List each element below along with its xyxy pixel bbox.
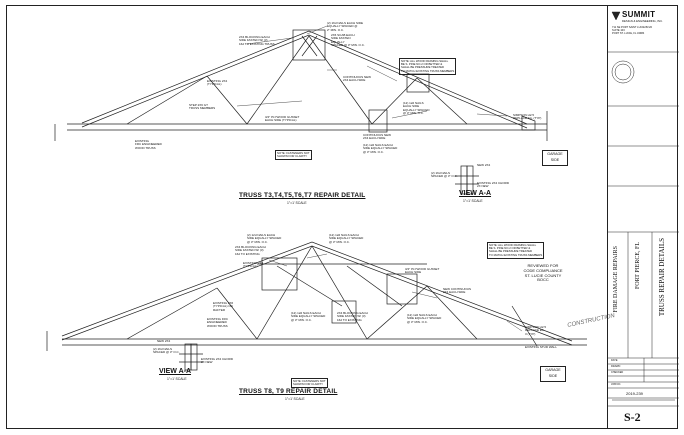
callout-view-b-1: NEW 2X4: [157, 339, 171, 343]
company-address: 711 SE PORT SAINT LUCIE BLVD SUITE 103 P…: [612, 26, 652, 35]
detail-title-top: TRUSS T3,T4,T5,T6,T7 REPAIR DETAIL: [239, 192, 366, 199]
callout-top-10: CONTINUOUS NEW 2X4 EACH SIDE: [363, 133, 391, 141]
tb-row-checked: CHECKED: [611, 371, 624, 374]
view-scale-bottom: 1"=1' SCALE: [167, 377, 187, 381]
callout-top-8: EXISTING FRC ENGINEERED WOOD TRUSS: [135, 139, 162, 150]
callout-bot-9: (12) 12d NAILS EACH SIDE EQUALLY SPACED …: [291, 311, 326, 322]
callout-bot-7: EXISTING 2X6 (TYPICAL) ON RAFTER: [213, 301, 234, 312]
detail-scale-top: 1"=1' SCALE: [287, 201, 307, 205]
review-stamp-line-1: REVIEWED FOR: [527, 263, 559, 268]
garage-side-label-bottom: GARAGE SIDE: [540, 366, 566, 382]
truss-top: [54, 29, 548, 141]
callout-top-11: (12) 12d NAILS EACH SIDE EQUALLY SPACED …: [363, 143, 398, 154]
title-block-lines: [608, 11, 679, 407]
callout-view-1: NEW 2X4: [477, 163, 491, 167]
address-line-3: PORT ST. LUCIE, FL 34984: [612, 32, 645, 35]
callout-top-3: 2X6 SCAB EACH SIDE FASTEN EQUALLY SPACED…: [331, 33, 365, 48]
callout-view-2: (2) 16d NAILS SPACED @ 3" O.C.: [431, 171, 458, 179]
address-line-1: 711 SE PORT SAINT LUCIE BLVD: [612, 26, 653, 29]
tb-row-date: DATE: [611, 359, 618, 362]
job-number: 2019-239: [626, 391, 643, 396]
summit-logo-icon: [611, 11, 621, 21]
callout-top-7: 3/4" PLYWOOD GUSSET EACH SIDE (TYPICAL): [265, 115, 300, 123]
sheet-number: S-2: [624, 410, 641, 424]
leader-lines: [236, 25, 523, 332]
address-line-2: SUITE 103: [612, 29, 625, 32]
garage-side-label-top: GARAGE SIDE: [542, 150, 568, 166]
view-scale-top: 1"=1' SCALE: [463, 199, 483, 203]
callout-top-2: (2) 16d NAILS EACH SIDE EQUALLY SPACED @…: [327, 21, 364, 32]
callout-bot-3: (12) 12d NAILS EACH SIDE EQUALLY SPACED …: [329, 233, 364, 244]
view-title-top: VIEW A-A: [459, 190, 492, 197]
tb-row-job: JOB NO.: [611, 383, 622, 386]
callout-bot-5: 3/4" PLYWOOD GUSSET EACH SIDE: [405, 267, 440, 275]
callout-top-4: CONTINUOUS NEW 2X4 EACH SIDE: [343, 75, 371, 83]
callout-top-5: EXISTING 2X4 (TYPICAL): [207, 79, 228, 87]
detail-title-bottom: TRUSS T8, T9 REPAIR DETAIL: [239, 388, 338, 395]
note-bottom-center: NOTE: FASTENERS NOT SHOWN FOR CLARITY: [291, 378, 328, 389]
title-block: SUMMIT DESIGN & ENGINEERING, INC. 711 SE…: [607, 6, 679, 428]
callout-view-b-3: EXISTING 2X4 CHORD 2X NEW: [201, 357, 234, 365]
company-name: SUMMIT: [622, 10, 656, 19]
tb-row-drawn: DRAWN: [611, 365, 621, 368]
callout-view-b-2: (2) 16d NAILS SPACED @ 3" O.C.: [153, 347, 180, 355]
callout-view-3: EXISTING 2X4 CHORD 2X NEW: [477, 181, 510, 189]
company-subtitle: DESIGN & ENGINEERING, INC.: [622, 19, 663, 23]
project-line-1: FIRE DAMAGE REPAIRS: [613, 246, 619, 313]
view-aa-bottom: [179, 343, 203, 371]
callout-bot-1: (2) 12d NAILS EACH SIDE EQUALLY SPACED @…: [247, 233, 282, 244]
view-aa-top: [455, 165, 479, 195]
callout-bot-12: SIMPSON H2.5 REPLACE EA. 3 (TYP): [525, 325, 547, 336]
callout-top-9: (12) 12d NAILS EACH SIDE EQUALLY SPACED …: [403, 101, 430, 116]
detail-scale-bottom: 1"=1' SCALE: [285, 397, 305, 401]
review-stamp-line-4: BOCC: [537, 277, 549, 283]
callout-bot-4: EXISTING 2X4 (TYPICAL): [243, 261, 264, 269]
drawing-sheet: 2X4 BLOCKING EACH SIDE FASTEN W/ (3) 16d…: [6, 5, 679, 429]
drawing-area: [46, 25, 587, 371]
project-line-3: TRUSS REPAIR DETAILS: [658, 238, 666, 317]
note-bottom-right: NOTE: ALL WOOD FRAMING SHALL BE S. PINE …: [487, 242, 545, 259]
callout-top-1: 2X4 BLOCKING EACH SIDE FASTEN W/ (3) 16d…: [239, 35, 275, 46]
note-top-right: NOTE: ALL WOOD FRAMING SHALL BE S. PINE …: [399, 58, 457, 75]
truss-bottom: [46, 241, 587, 351]
note-top-center: NOTE: FASTENERS NOT SHOWN FOR CLARITY: [275, 150, 312, 161]
review-stamp: REVIEWED FOR CODE COMPLIANCE ST. LUCIE C…: [517, 263, 569, 283]
callout-top-12: SIMPSON H2.5 REPLACE EA. (TYP): [513, 113, 542, 121]
review-stamp-line-3: ST. LUCIE COUNTY: [524, 272, 562, 278]
callout-bot-6: NEW CONTINUOUS 2X4 EACH SIDE: [443, 287, 471, 295]
callout-bot-2: 2X4 BLOCKING EACH SIDE FASTEN W/ (3) 16d…: [235, 245, 266, 256]
callout-bot-11: (12) 12d NAILS EACH SIDE EQUALLY SPACED …: [407, 313, 442, 324]
callout-bot-13: EXISTING STUD WALL: [525, 345, 557, 349]
callout-bot-10: 2X4 BLOCKING EACH SIDE FASTEN W/ (3) 16d…: [337, 311, 368, 322]
project-line-2: FORT PIERCE, FL: [635, 242, 641, 290]
review-stamp-line-2: CODE COMPLIANCE: [523, 267, 563, 273]
callout-top-6: STEP 2X6 GT TRUSS MEMBERS: [189, 103, 216, 111]
callout-bot-8: EXISTING FRC ENGINEERED WOOD TRUSS: [207, 317, 229, 328]
view-title-bottom: VIEW A-A: [159, 368, 192, 375]
